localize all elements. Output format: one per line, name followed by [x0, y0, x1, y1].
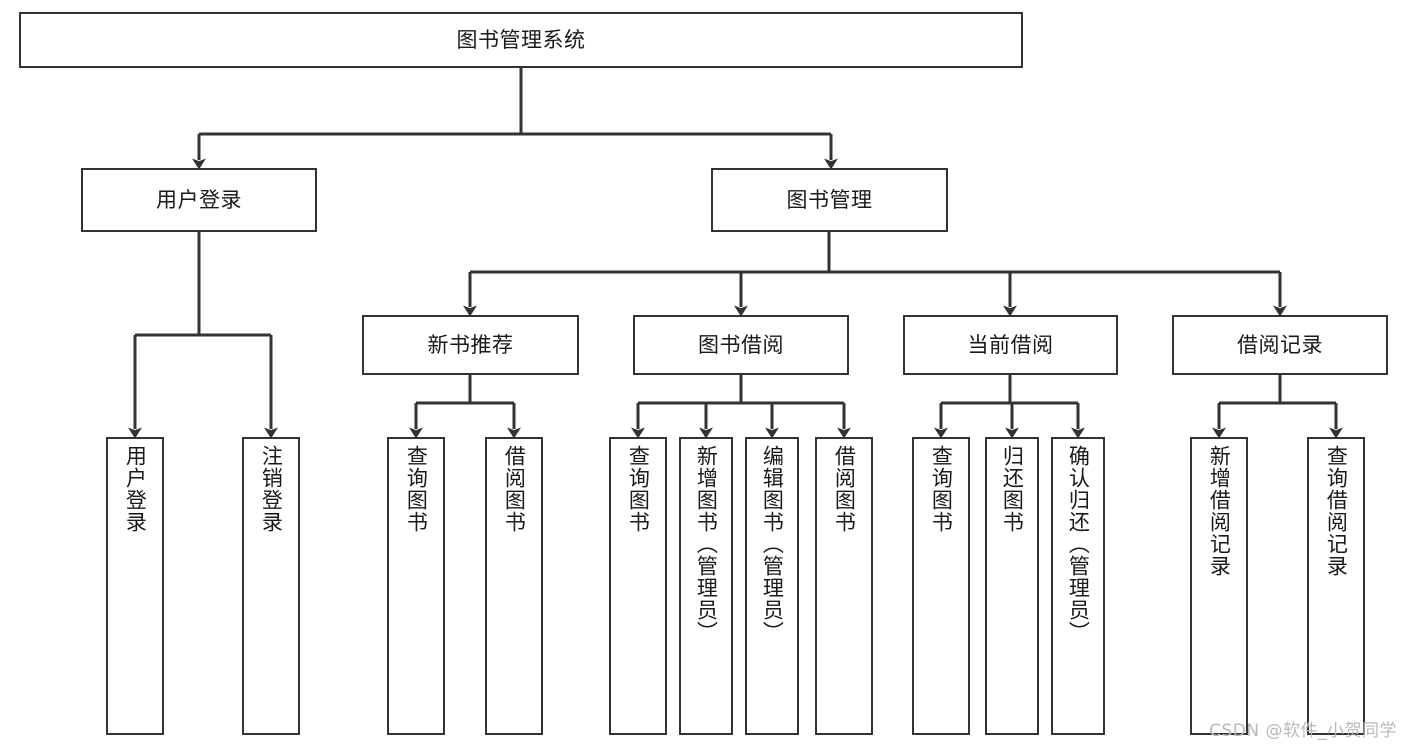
node-book-borrow[interactable]: 图书借阅	[633, 315, 849, 375]
node-root[interactable]: 图书管理系统	[19, 12, 1023, 68]
node-current-borrow-label: 当前借阅	[967, 332, 1054, 357]
node-leaf-user-login[interactable]: 用户登录	[106, 437, 164, 735]
node-user-login-label: 用户登录	[156, 187, 242, 212]
node-borrow-record[interactable]: 借阅记录	[1172, 315, 1388, 375]
node-leaf-borrow-book-1-label: 借阅图书	[502, 445, 527, 533]
node-leaf-edit-book[interactable]: 编辑图书（管理员）	[745, 437, 799, 735]
node-book-borrow-label: 图书借阅	[698, 332, 784, 357]
node-leaf-query-book-2[interactable]: 查询图书	[609, 437, 667, 735]
node-leaf-query-book-2-label: 查询图书	[626, 445, 651, 533]
node-leaf-add-book[interactable]: 新增图书（管理员）	[679, 437, 733, 735]
node-leaf-borrow-book-2[interactable]: 借阅图书	[815, 437, 873, 735]
node-book-manage[interactable]: 图书管理	[711, 168, 948, 232]
node-leaf-confirm-return-label: 确认归还（管理员）	[1066, 445, 1091, 643]
node-leaf-borrow-book-1[interactable]: 借阅图书	[485, 437, 543, 735]
node-leaf-add-book-label: 新增图书（管理员）	[694, 445, 719, 643]
node-leaf-confirm-return[interactable]: 确认归还（管理员）	[1051, 437, 1105, 735]
node-leaf-query-book-1-label: 查询图书	[404, 445, 429, 533]
node-leaf-user-login-label: 用户登录	[123, 445, 148, 533]
node-leaf-query-book-3-label: 查询图书	[929, 445, 954, 533]
node-leaf-return-book-label: 归还图书	[1000, 445, 1025, 533]
node-leaf-add-record-label: 新增借阅记录	[1207, 445, 1232, 577]
node-leaf-logout-label: 注销登录	[259, 445, 284, 533]
node-leaf-query-book-3[interactable]: 查询图书	[912, 437, 970, 735]
node-user-login[interactable]: 用户登录	[81, 168, 317, 232]
node-root-label: 图书管理系统	[456, 27, 586, 52]
node-leaf-borrow-book-2-label: 借阅图书	[832, 445, 857, 533]
node-leaf-query-book-1[interactable]: 查询图书	[387, 437, 445, 735]
node-leaf-add-record[interactable]: 新增借阅记录	[1190, 437, 1248, 735]
node-leaf-logout[interactable]: 注销登录	[242, 437, 300, 735]
node-leaf-query-record-label: 查询借阅记录	[1324, 445, 1349, 577]
node-leaf-return-book[interactable]: 归还图书	[985, 437, 1039, 735]
node-book-manage-label: 图书管理	[786, 187, 873, 212]
node-new-book-rec[interactable]: 新书推荐	[362, 315, 579, 375]
csdn-watermark: CSDN @软件_小贺同学	[1209, 721, 1397, 741]
node-leaf-edit-book-label: 编辑图书（管理员）	[760, 445, 785, 643]
node-leaf-query-record[interactable]: 查询借阅记录	[1307, 437, 1365, 735]
node-current-borrow[interactable]: 当前借阅	[903, 315, 1118, 375]
node-borrow-record-label: 借阅记录	[1237, 332, 1323, 357]
node-new-book-rec-label: 新书推荐	[427, 332, 514, 357]
